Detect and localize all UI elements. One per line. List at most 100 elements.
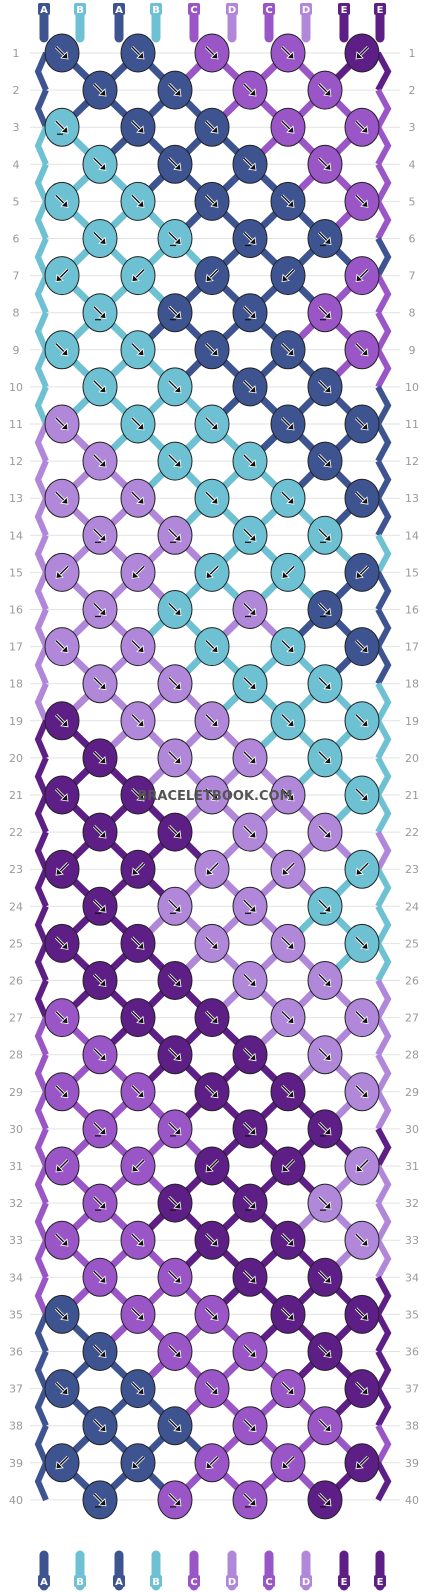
knot[interactable] xyxy=(157,961,193,1000)
knot[interactable] xyxy=(307,144,343,184)
knot[interactable] xyxy=(307,219,343,258)
knot[interactable] xyxy=(270,1220,306,1260)
knot[interactable] xyxy=(270,1443,306,1483)
knot[interactable] xyxy=(120,998,156,1038)
knot[interactable] xyxy=(194,33,230,73)
knot[interactable] xyxy=(232,812,268,852)
knot[interactable] xyxy=(120,330,156,370)
knot[interactable] xyxy=(44,181,80,221)
knot[interactable] xyxy=(307,441,343,481)
knot[interactable] xyxy=(232,738,268,778)
knot[interactable] xyxy=(157,70,193,110)
knot[interactable] xyxy=(120,1220,156,1260)
knot[interactable] xyxy=(344,552,380,592)
knot[interactable] xyxy=(157,812,193,852)
knot[interactable] xyxy=(307,515,343,555)
knot[interactable] xyxy=(194,256,230,296)
knot[interactable] xyxy=(270,627,306,667)
knot[interactable] xyxy=(157,1480,193,1520)
knot[interactable] xyxy=(307,961,343,1000)
knot[interactable] xyxy=(157,441,193,481)
knot[interactable] xyxy=(157,367,193,407)
knot[interactable] xyxy=(344,330,380,370)
knot[interactable] xyxy=(344,627,380,667)
knot[interactable] xyxy=(232,1035,268,1075)
knot[interactable] xyxy=(307,1035,343,1075)
knot[interactable] xyxy=(82,293,118,333)
knot[interactable] xyxy=(82,367,118,407)
knot[interactable] xyxy=(194,627,230,667)
knot[interactable] xyxy=(82,1183,118,1223)
knot[interactable] xyxy=(194,404,230,444)
knot[interactable] xyxy=(307,1406,343,1446)
knot[interactable] xyxy=(270,923,306,963)
knot[interactable] xyxy=(194,478,230,518)
knot[interactable] xyxy=(194,701,230,741)
knot[interactable] xyxy=(44,627,80,667)
knot[interactable] xyxy=(232,590,268,629)
knot[interactable] xyxy=(307,70,343,110)
knot[interactable] xyxy=(157,1332,193,1371)
knot[interactable] xyxy=(44,478,80,518)
knot[interactable] xyxy=(120,1072,156,1112)
knot[interactable] xyxy=(307,1109,343,1149)
knot[interactable] xyxy=(120,923,156,963)
knot[interactable] xyxy=(44,33,80,73)
knot[interactable] xyxy=(194,330,230,370)
knot[interactable] xyxy=(307,590,343,629)
knot[interactable] xyxy=(270,256,306,296)
knot[interactable] xyxy=(194,998,230,1038)
knot[interactable] xyxy=(82,886,118,926)
knot[interactable] xyxy=(307,738,343,778)
knot[interactable] xyxy=(232,961,268,1000)
knot[interactable] xyxy=(270,1294,306,1334)
knot[interactable] xyxy=(232,367,268,407)
knot[interactable] xyxy=(44,256,80,296)
knot[interactable] xyxy=(157,664,193,704)
knot[interactable] xyxy=(344,849,380,889)
knot[interactable] xyxy=(157,293,193,333)
knot[interactable] xyxy=(194,1369,230,1409)
knot[interactable] xyxy=(157,515,193,555)
knot[interactable] xyxy=(194,1072,230,1112)
knot[interactable] xyxy=(307,293,343,333)
knot[interactable] xyxy=(120,33,156,73)
knot[interactable] xyxy=(120,404,156,444)
knot[interactable] xyxy=(44,1443,80,1483)
knot[interactable] xyxy=(194,1146,230,1186)
knot[interactable] xyxy=(344,181,380,221)
knot[interactable] xyxy=(344,1369,380,1409)
knot[interactable] xyxy=(194,1294,230,1334)
knot[interactable] xyxy=(44,1146,80,1186)
knot[interactable] xyxy=(82,1257,118,1297)
knot[interactable] xyxy=(120,849,156,889)
knot[interactable] xyxy=(232,515,268,555)
knot[interactable] xyxy=(232,1406,268,1446)
knot[interactable] xyxy=(232,144,268,184)
knot[interactable] xyxy=(232,1183,268,1223)
knot[interactable] xyxy=(120,181,156,221)
knot[interactable] xyxy=(344,1072,380,1112)
knot[interactable] xyxy=(120,775,156,815)
knot[interactable] xyxy=(82,664,118,704)
knot[interactable] xyxy=(232,1332,268,1371)
knot[interactable] xyxy=(157,886,193,926)
knot[interactable] xyxy=(157,1035,193,1075)
knot[interactable] xyxy=(120,478,156,518)
knot[interactable] xyxy=(120,627,156,667)
knot[interactable] xyxy=(82,738,118,778)
knot[interactable] xyxy=(82,961,118,1000)
knot[interactable] xyxy=(44,107,80,147)
knot[interactable] xyxy=(344,1146,380,1186)
knot[interactable] xyxy=(270,775,306,815)
knot[interactable] xyxy=(82,1480,118,1520)
knot[interactable] xyxy=(157,738,193,778)
knot[interactable] xyxy=(307,664,343,704)
knot[interactable] xyxy=(44,1369,80,1409)
knot[interactable] xyxy=(270,478,306,518)
knot[interactable] xyxy=(232,293,268,333)
knot[interactable] xyxy=(120,1443,156,1483)
knot[interactable] xyxy=(44,1220,80,1260)
knot[interactable] xyxy=(232,70,268,110)
knot[interactable] xyxy=(157,1406,193,1446)
